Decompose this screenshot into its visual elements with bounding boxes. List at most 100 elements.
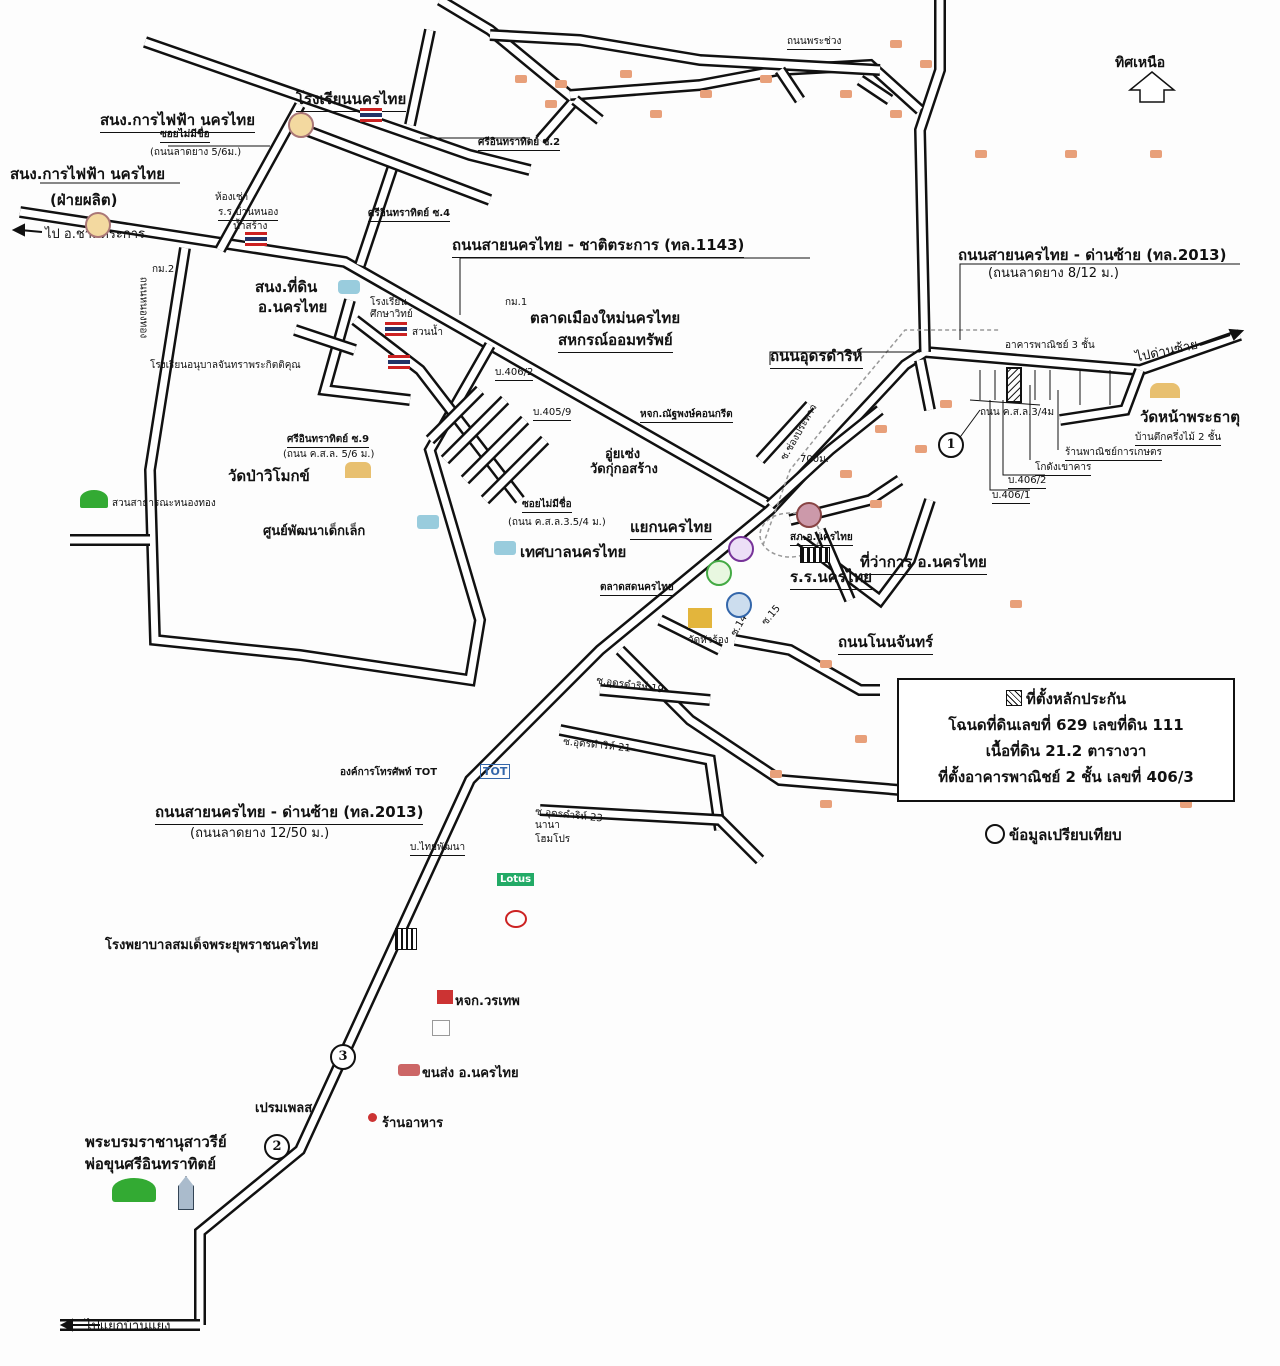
- place-rent-rooms: ห้องเช่า: [215, 192, 249, 203]
- road-label-sri4: ศรีอินทราทิตย์ ซ.4: [368, 206, 451, 222]
- house-icon: [1065, 150, 1077, 158]
- road: [777, 68, 803, 102]
- distance-dashed-path: [762, 329, 1000, 546]
- road-label-nameless-soi-2-sub: (ถนน ค.ส.ล.3.5/4 ม.): [508, 517, 606, 528]
- shop-icon: [688, 608, 712, 628]
- north-label: ทิศเหนือ: [1115, 55, 1166, 71]
- toyota-logo-icon: [505, 910, 527, 928]
- house-icon: [760, 75, 772, 83]
- road: [293, 326, 357, 354]
- building-icon: [494, 541, 516, 555]
- road: [1059, 368, 1144, 424]
- pea-logo-icon: [288, 112, 314, 138]
- building-icon: [417, 515, 439, 529]
- monument-icon: [178, 1176, 194, 1210]
- house-icon: [975, 150, 987, 158]
- place-monument: พระบรมราชานุสาวรีย์: [85, 1133, 227, 1151]
- lotus-logo-icon: Lotus: [497, 873, 535, 886]
- school-flag-icon: [245, 232, 267, 246]
- direction-arrows: [11, 223, 1245, 1332]
- road: [767, 407, 883, 508]
- place-school-nakhonthai: โรงเรียนนครไทย: [296, 87, 407, 112]
- road: [143, 38, 531, 174]
- bank-logo-icon: [706, 560, 732, 586]
- road-label-sri2: ศรีอินทราทิตย์ ซ.2: [478, 135, 561, 151]
- road: [216, 103, 304, 252]
- place-tot: องค์การโทรศัพท์ TOT: [340, 767, 438, 778]
- place-school-bannong-2: น้ำสร้าง: [233, 221, 268, 232]
- road: [572, 97, 603, 123]
- road: [916, 359, 934, 411]
- place-house-4062: บ.406/2: [495, 365, 534, 381]
- road: [427, 387, 483, 443]
- plot-dividers: [969, 370, 1111, 406]
- place-km1: กม.1: [505, 297, 528, 308]
- place-land-office-2: อ.นครไทย: [258, 298, 328, 316]
- park-tree-icon: [80, 490, 108, 508]
- place-agri-shop: ร้านพาณิชย์การเกษตร: [1065, 445, 1162, 461]
- road: [617, 647, 937, 794]
- house-icon: [1010, 600, 1022, 608]
- place-wat-huarong: วัดหัวร้อง: [688, 635, 729, 646]
- bus-icon: [398, 1064, 420, 1076]
- trees-icon: [112, 1178, 156, 1202]
- place-suannam: สวนน้ำ: [412, 327, 444, 338]
- road: [438, 0, 581, 143]
- road: [406, 29, 434, 126]
- bank-logo-icon: [728, 536, 754, 562]
- house-icon: [840, 90, 852, 98]
- junction-dashed-circle: [759, 512, 821, 558]
- house-icon: [890, 40, 902, 48]
- house-icon: [650, 110, 662, 118]
- leader-lines: [40, 137, 1240, 491]
- government-building-icon: [800, 547, 830, 563]
- house-icon: [515, 75, 527, 83]
- road: [559, 726, 724, 831]
- road-label-2013-north-sub: (ถนนลาดยาง 8/12 ม.): [988, 266, 1119, 281]
- road-label-2013-south: ถนนสายนครไทย - ด่านซ้าย (ทล.2013): [155, 800, 424, 825]
- direction-baenyaeng: ไปแยกบ้านแยง: [85, 1319, 171, 1334]
- temple-icon: [1150, 383, 1180, 398]
- place-bus-terminal: ขนส่ง อ.นครไทย: [422, 1066, 519, 1081]
- legend-building: ที่ตั้งอาคารพาณิชย์ 2 ชั้น เลขที่ 406/3: [938, 768, 1194, 786]
- circle-icon: [985, 824, 1005, 844]
- place-market-sod: ตลาดสดนครไทย: [600, 580, 674, 596]
- north-arrow-icon: [1127, 71, 1177, 103]
- place-house-2floor: บ้านตึกครึ่งไม้ 2 ชั้น: [1135, 430, 1222, 446]
- road-label-udon: ถนนอุดรดำริห์: [770, 344, 863, 369]
- legend-subject-label: ที่ตั้งหลักประกัน: [1025, 690, 1127, 708]
- comparison-marker-1: 1: [938, 432, 964, 458]
- legend-compare: ข้อมูลเปรียบเทียบ: [985, 823, 1122, 847]
- place-park: สวนสาธารณะหนองทอง: [112, 498, 216, 509]
- legend-area: เนื้อที่ดิน 21.2 ตารางวา: [985, 742, 1147, 760]
- hospital-icon: [395, 928, 417, 950]
- house-icon: [1150, 150, 1162, 158]
- hatch-swatch-icon: [1005, 690, 1022, 706]
- road: [146, 247, 494, 684]
- legend-subject: ที่ตั้งหลักประกัน: [899, 686, 1233, 712]
- temple-icon: [345, 462, 371, 478]
- legend-deed: โฉนดที่ดินเลขที่ 629 เลขที่ดิน 111: [948, 716, 1184, 734]
- place-land-office: สนง.ที่ดิน: [255, 278, 318, 296]
- road-label-1143: ถนนสายนครไทย - ชาติตระการ (ทล.1143): [452, 233, 745, 258]
- place-school-rr: ร.ร.นครไทย: [790, 565, 873, 590]
- house-icon: [915, 445, 927, 453]
- school-flag-icon: [385, 322, 407, 336]
- house-icon: [820, 800, 832, 808]
- legend-box: ที่ตั้งหลักประกัน โฉนดที่ดินเลขที่ 629 เ…: [897, 678, 1235, 802]
- place-house-4061: บ.406/1: [992, 488, 1031, 504]
- road-label-sri9-sub: (ถนน ค.ส.ล. 5/6 ม.): [283, 449, 375, 460]
- place-pea-2-sub: (ฝ่ายผลิต): [50, 191, 118, 209]
- road: [489, 31, 881, 74]
- place-nana-2: โฮมโปร: [535, 834, 571, 845]
- comparison-marker-2: 2: [264, 1134, 290, 1160]
- road-label-nonchan: ถนนโนนจันทร์: [838, 630, 934, 655]
- place-wat-naphrathat: วัดหน้าพระธาตุ: [1140, 408, 1241, 426]
- road: [356, 158, 399, 267]
- place-prempalace: เปรมเพลส: [255, 1101, 313, 1116]
- road: [442, 397, 508, 463]
- house-icon: [545, 100, 557, 108]
- place-school-suksa: โรงเรียน: [370, 297, 408, 308]
- place-monument-2: พ่อขุนศรีอินทราทิตย์: [85, 1155, 217, 1173]
